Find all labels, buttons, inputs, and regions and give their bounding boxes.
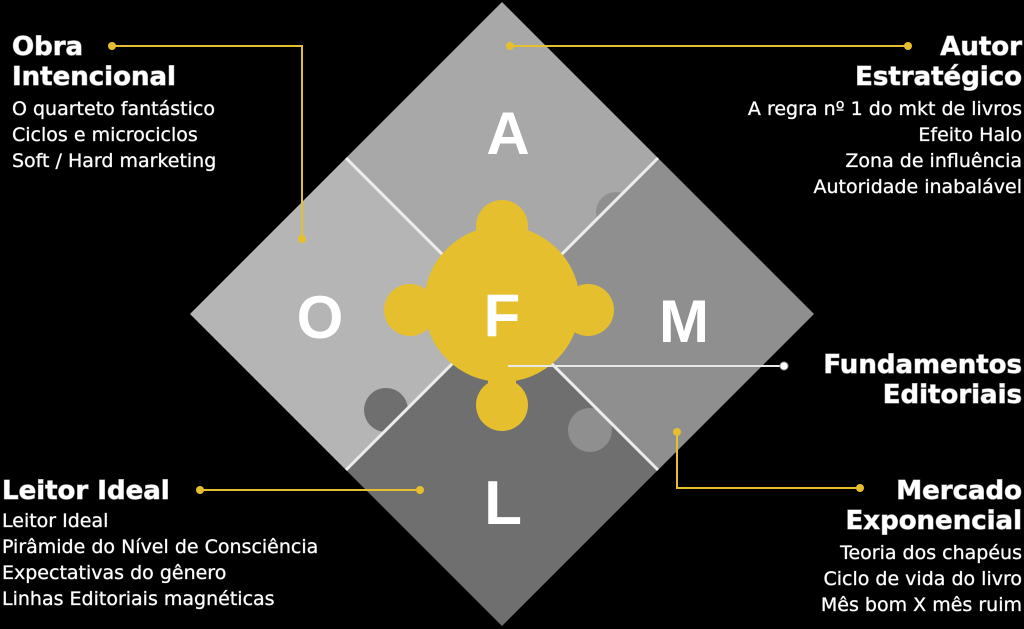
block-leitor-ideal: Leitor Ideal Leitor Ideal Pirâmide do Ní… bbox=[1, 476, 319, 612]
list-item: Pirâmide do Nível de Consciência bbox=[2, 536, 319, 559]
puzzle-tab bbox=[364, 388, 408, 432]
list-item: Expectativas do gênero bbox=[2, 562, 227, 585]
dot bbox=[196, 486, 204, 494]
heading-mercado-line2: Exponencial bbox=[845, 506, 1022, 537]
heading-obra-line1: Obra bbox=[11, 32, 84, 63]
heading-autor-line1: Autor bbox=[940, 32, 1023, 63]
list-item: Ciclo de vida do livro bbox=[823, 568, 1022, 591]
connector-obra bbox=[112, 45, 303, 239]
list-item: Ciclos e microciclos bbox=[12, 124, 198, 147]
letter-m: M bbox=[659, 288, 709, 355]
dot bbox=[506, 42, 514, 50]
list-item: Autoridade inabalável bbox=[813, 176, 1022, 199]
puzzle-tab bbox=[568, 408, 612, 452]
heading-autor-line2: Estratégico bbox=[855, 62, 1023, 93]
dot bbox=[108, 42, 116, 50]
letter-a: A bbox=[486, 100, 529, 167]
puzzle-tab bbox=[392, 176, 432, 216]
list-item: Leitor Ideal bbox=[2, 510, 109, 533]
letter-f: F bbox=[484, 282, 521, 349]
list-item: A regra nº 1 do mkt de livros bbox=[747, 98, 1023, 121]
list-item: O quarteto fantástico bbox=[12, 98, 216, 121]
dot bbox=[779, 361, 789, 371]
heading-mercado-line1: Mercado bbox=[896, 476, 1023, 507]
list-item: Zona de influência bbox=[845, 150, 1022, 173]
heading-leitor: Leitor Ideal bbox=[1, 476, 170, 507]
block-autor-estrategico: Autor Estratégico A regra nº 1 do mkt de… bbox=[747, 32, 1023, 200]
dot bbox=[416, 486, 424, 494]
dot bbox=[904, 42, 912, 50]
dot bbox=[856, 484, 864, 492]
block-obra-intencional: Obra Intencional O quarteto fantástico C… bbox=[11, 32, 217, 174]
list-item: Mês bom X mês ruim bbox=[820, 594, 1023, 617]
heading-obra-line2: Intencional bbox=[11, 62, 176, 93]
puzzle-tab bbox=[596, 192, 636, 232]
letter-o: O bbox=[297, 284, 344, 351]
heading-fundamentos-line1: Fundamentos bbox=[823, 350, 1023, 381]
heading-fundamentos-line2: Editoriais bbox=[882, 380, 1022, 411]
dot bbox=[673, 428, 681, 436]
center-piece bbox=[384, 200, 614, 431]
dot bbox=[500, 362, 508, 370]
list-item: Efeito Halo bbox=[918, 124, 1022, 147]
list-item: Teoria dos chapéus bbox=[840, 542, 1023, 565]
block-fundamentos-editoriais: Fundamentos Editoriais bbox=[823, 350, 1023, 411]
letter-l: L bbox=[484, 469, 522, 538]
connector-mercado bbox=[676, 432, 860, 489]
dot bbox=[298, 235, 306, 243]
list-item: Soft / Hard marketing bbox=[12, 150, 217, 173]
list-item: Linhas Editoriais magnéticas bbox=[2, 588, 275, 611]
block-mercado-exponencial: Mercado Exponencial Teoria dos chapéus C… bbox=[820, 476, 1023, 618]
